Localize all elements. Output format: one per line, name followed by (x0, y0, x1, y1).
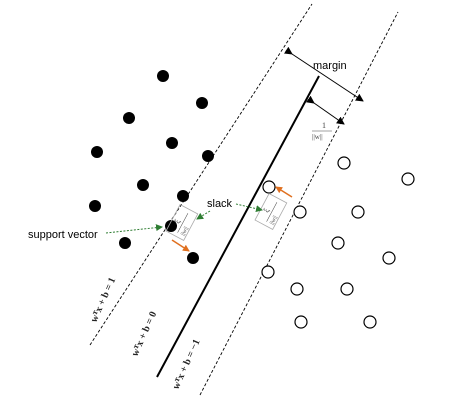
margin-label: margin (313, 60, 347, 72)
filled-point (123, 112, 135, 124)
slack-vector-negative (275, 186, 293, 198)
open-point (382, 251, 396, 265)
slack-right-denominator: ||w|| (269, 215, 279, 226)
filled-point (119, 237, 131, 249)
filled-point (202, 150, 214, 162)
open-point (261, 265, 275, 279)
open-point (262, 180, 276, 194)
slack-fraction-right: ξ ||w|| (254, 192, 288, 230)
half-margin-arrow (305, 95, 345, 125)
filled-point (177, 190, 189, 202)
slack-fraction-left: ξ ||w|| (165, 203, 199, 241)
slack-left-denominator: ||w|| (180, 226, 190, 237)
open-point (294, 315, 308, 329)
filled-point (187, 252, 199, 264)
support-vector-label: support vector (28, 229, 98, 241)
slack-vector-positive (171, 239, 190, 252)
positive-points (89, 70, 214, 264)
open-point (337, 156, 351, 170)
support-vector-point (165, 220, 177, 232)
slack-left-numerator: ξ (173, 217, 183, 225)
equation-positive: wᵀx + b = 1 (89, 276, 119, 324)
slack-right-numerator: ξ (262, 206, 272, 214)
slack-arrow-left (196, 210, 211, 220)
filled-point (137, 179, 149, 191)
support-vector-arrow (105, 224, 163, 234)
equation-negative: wᵀx + b = −1 (171, 338, 203, 392)
slack-arrow-right (235, 203, 263, 213)
open-point (401, 172, 415, 186)
open-point (351, 205, 365, 219)
open-point (363, 315, 377, 329)
filled-point (166, 137, 178, 149)
open-point (290, 282, 304, 296)
open-point (340, 282, 354, 296)
open-point (331, 236, 345, 250)
filled-point (91, 146, 103, 158)
positive-margin-line (89, 3, 313, 346)
filled-point (196, 97, 208, 109)
open-point (293, 205, 307, 219)
margin-fraction: 1 ||w|| (312, 121, 332, 141)
margin-fraction-denominator: ||w|| (312, 133, 323, 141)
decision-boundary-line (156, 75, 320, 378)
margin-fraction-numerator: 1 (322, 121, 326, 130)
filled-point (157, 70, 169, 82)
filled-point (89, 200, 101, 212)
margin-arrow (283, 46, 364, 102)
equation-decision: wᵀx + b = 0 (130, 310, 160, 358)
negative-margin-line (199, 11, 399, 396)
slack-label: slack (207, 198, 233, 210)
negative-points (261, 156, 415, 329)
